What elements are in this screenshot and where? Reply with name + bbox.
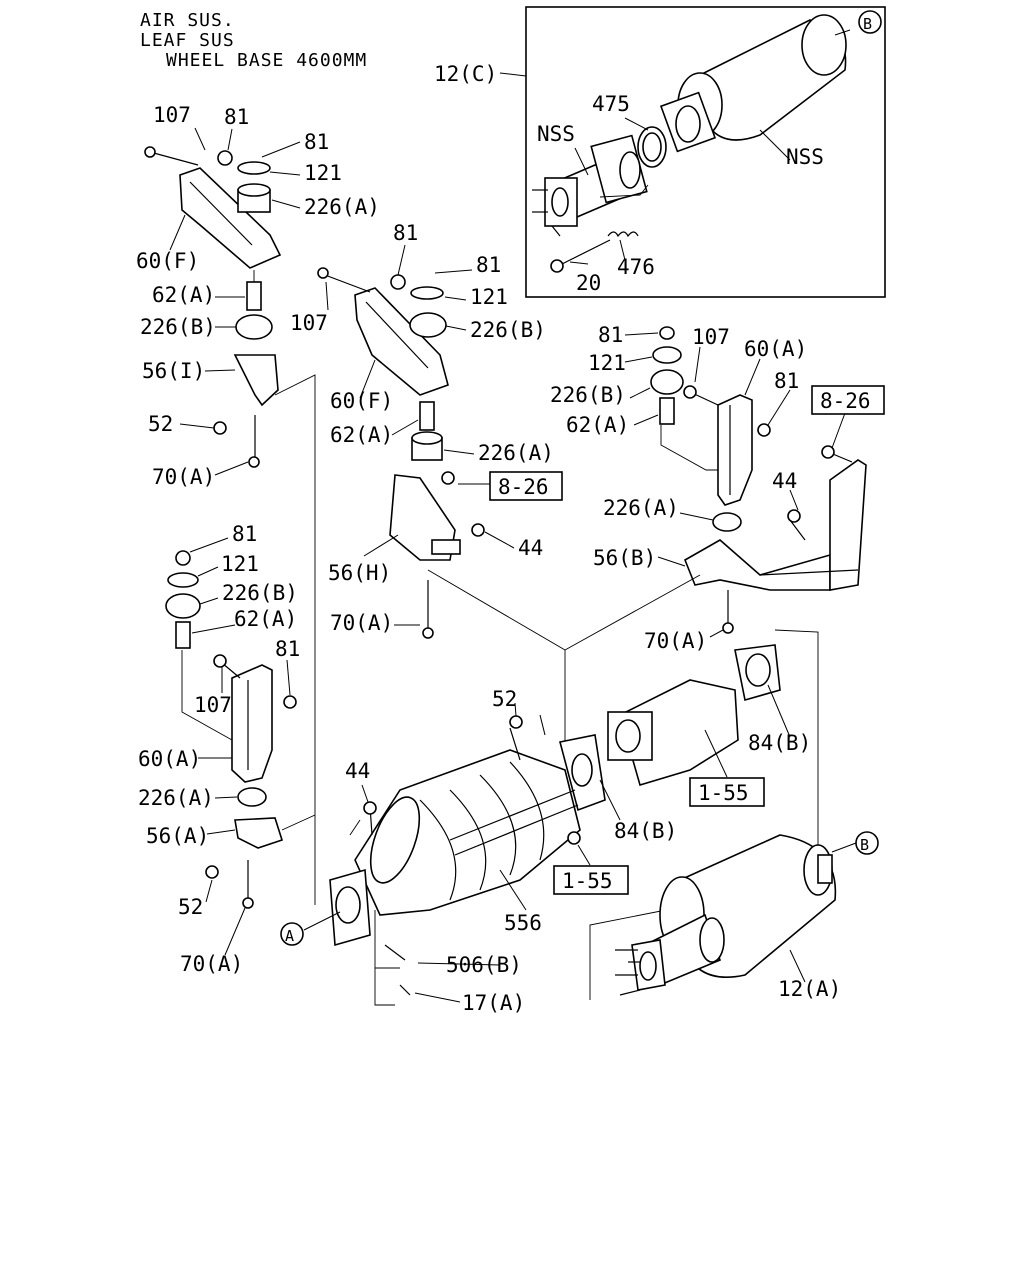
header-line-1: AIR SUS.	[140, 10, 235, 31]
hanger-60f-center-drawing	[317, 267, 485, 639]
ref-1-55-upper[interactable]	[689, 777, 765, 807]
label-56b: 56(B)	[593, 546, 656, 570]
label-20: 20	[576, 271, 601, 295]
label-52-c: 52	[492, 687, 517, 711]
label-81-a: 81	[224, 105, 249, 129]
label-62a-d: 62(A)	[234, 607, 297, 631]
label-84b-a: 84(B)	[748, 731, 811, 755]
ref-1-55-lower-text: 1-55	[562, 869, 613, 893]
ref-8-26-right[interactable]	[811, 385, 885, 415]
hanger-60f-left-drawing	[144, 146, 282, 468]
pipe-nss-drawing	[532, 134, 648, 237]
callout-b-top	[858, 10, 882, 34]
label-226b-b: 226(B)	[470, 318, 546, 342]
label-81-e: 81	[598, 323, 623, 347]
ref-8-26-center-text: 8-26	[498, 475, 549, 499]
label-84b-b: 84(B)	[614, 819, 677, 843]
hanger-60a-right-drawing	[650, 326, 867, 634]
label-475: 475	[592, 92, 630, 116]
label-52-b: 52	[178, 895, 203, 919]
callout-b-bottom	[855, 831, 879, 855]
callout-b-top-text: B	[863, 15, 872, 33]
label-12c: 12(C)	[434, 62, 497, 86]
label-226b-d: 226(B)	[222, 581, 298, 605]
spring-476-drawing	[607, 231, 639, 238]
label-nss-pipe: NSS	[537, 122, 575, 146]
label-70a-b: 70(A)	[330, 611, 393, 635]
label-56i: 56(I)	[142, 359, 205, 383]
label-81-d: 81	[476, 253, 501, 277]
label-556: 556	[504, 911, 542, 935]
label-226a-c: 226(A)	[603, 496, 679, 520]
label-81-f: 81	[774, 369, 799, 393]
catalytic-converter-drawing	[329, 715, 581, 996]
header-line-3: WHEEL BASE 4600MM	[166, 50, 367, 71]
ref-1-55-upper-text: 1-55	[698, 781, 749, 805]
label-60f-a: 60(F)	[136, 249, 199, 273]
label-107-b: 107	[290, 311, 328, 335]
label-121-b: 121	[470, 285, 508, 309]
label-81-g: 81	[232, 522, 257, 546]
label-12a: 12(A)	[778, 977, 841, 1001]
inset-muffler-detail	[499, 6, 886, 298]
ref-8-26-center[interactable]	[489, 471, 563, 501]
label-81-h: 81	[275, 637, 300, 661]
label-81-c: 81	[393, 221, 418, 245]
label-226a-b: 226(A)	[478, 441, 554, 465]
label-121-a: 121	[304, 161, 342, 185]
label-60a-b: 60(A)	[138, 747, 201, 771]
label-226a-d: 226(A)	[138, 786, 214, 810]
label-121-d: 121	[221, 552, 259, 576]
ref-1-55-lower[interactable]	[553, 865, 629, 895]
header-line-2: LEAF SUS	[140, 30, 235, 51]
guide-line-right	[564, 574, 701, 651]
label-70a-c: 70(A)	[644, 629, 707, 653]
label-52-a: 52	[148, 412, 173, 436]
hanger-60a-left-drawing	[165, 550, 297, 909]
label-44-a: 44	[518, 536, 543, 560]
label-107-c: 107	[692, 325, 730, 349]
callout-a	[280, 922, 304, 946]
label-44-c: 44	[345, 759, 370, 783]
ref-8-26-right-text: 8-26	[820, 389, 871, 413]
label-44-b: 44	[772, 469, 797, 493]
label-70a-a: 70(A)	[152, 465, 215, 489]
label-60f-b: 60(F)	[330, 389, 393, 413]
bolt-20-drawing	[559, 239, 611, 266]
label-121-c: 121	[588, 351, 626, 375]
label-62a-b: 62(A)	[330, 423, 393, 447]
label-506b: 506(B)	[446, 953, 522, 977]
callout-b-bottom-text: B	[860, 836, 869, 854]
label-107-d: 107	[194, 693, 232, 717]
label-226b-a: 226(B)	[140, 315, 216, 339]
label-62a-c: 62(A)	[566, 413, 629, 437]
muffler-12a-drawing	[615, 834, 837, 996]
label-81-b: 81	[304, 130, 329, 154]
label-70a-d: 70(A)	[180, 952, 243, 976]
guide-line-center	[427, 569, 566, 742]
callout-a-text: A	[285, 927, 294, 945]
label-107-a: 107	[153, 103, 191, 127]
label-56h: 56(H)	[328, 561, 391, 585]
label-60a-a: 60(A)	[744, 337, 807, 361]
label-226b-c: 226(B)	[550, 383, 626, 407]
label-56a: 56(A)	[146, 824, 209, 848]
label-17a: 17(A)	[462, 991, 525, 1015]
label-476: 476	[617, 255, 655, 279]
label-226a-a: 226(A)	[304, 195, 380, 219]
muffler-nss-drawing	[659, 14, 847, 153]
label-nss-muffler: NSS	[786, 145, 824, 169]
label-62a-a: 62(A)	[152, 283, 215, 307]
